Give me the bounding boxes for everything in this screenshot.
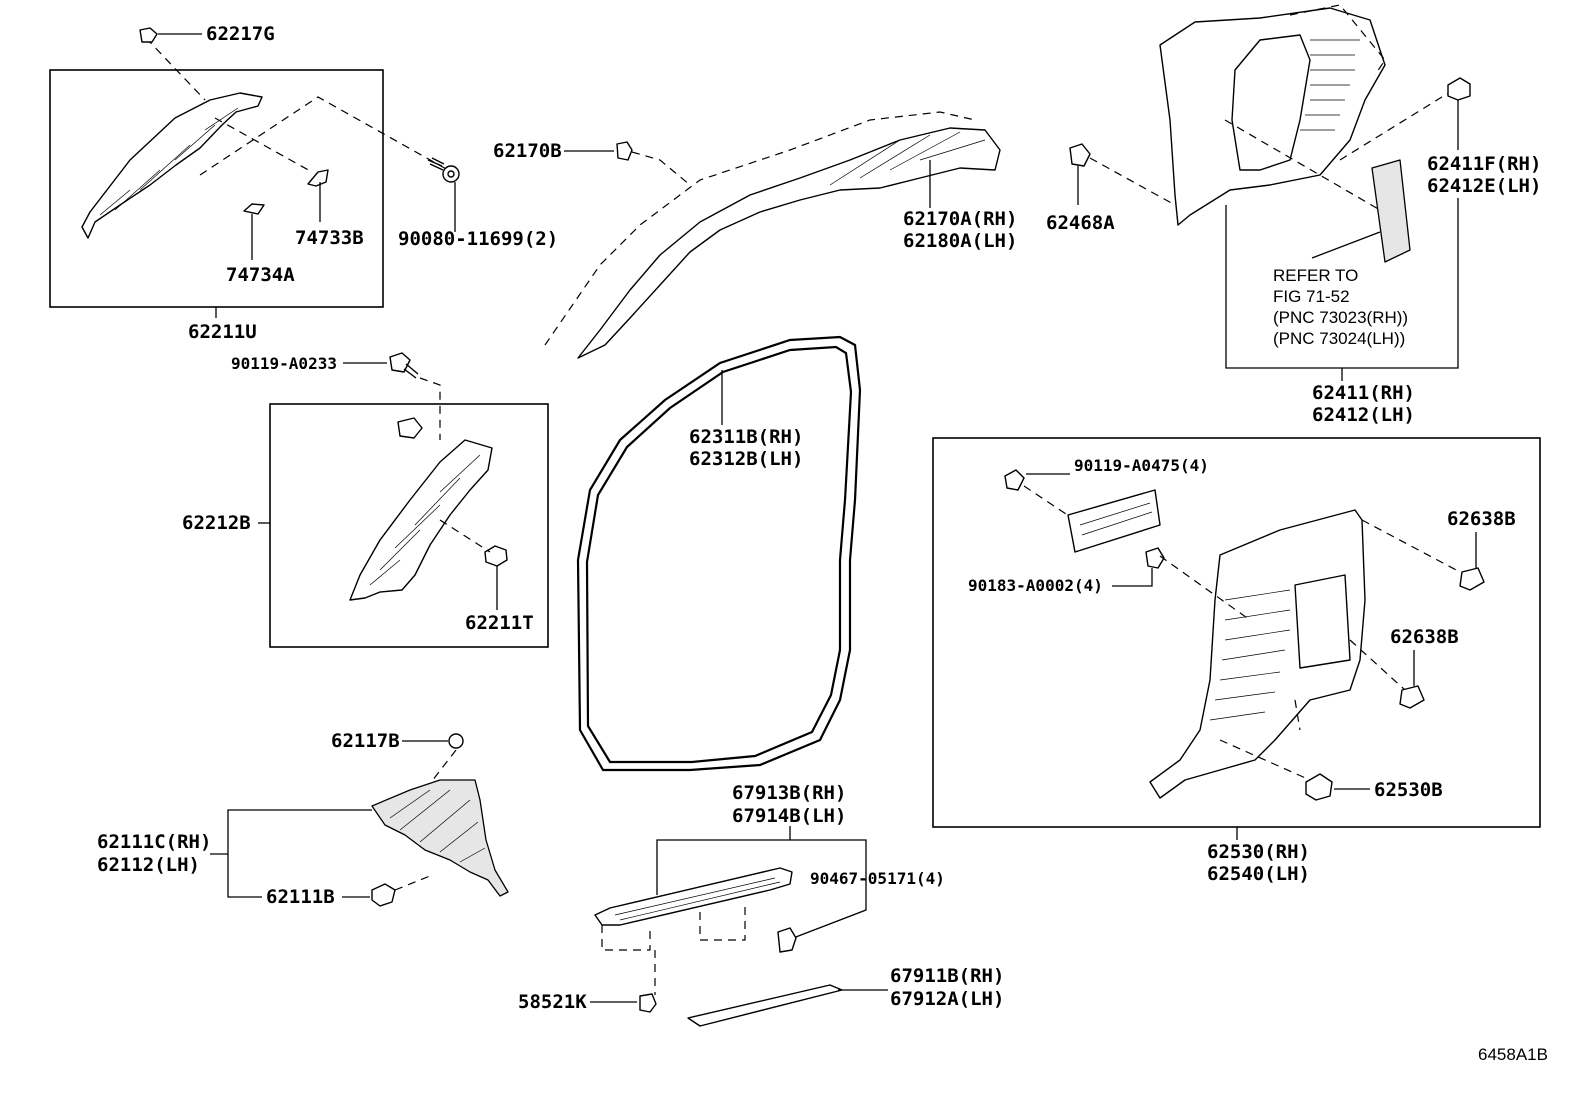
handle-part [1371,159,1411,263]
clip-62117B [448,733,464,749]
label-62111B: 62111B [266,886,335,908]
cover-small [397,417,423,439]
clip-62530B [1305,773,1333,801]
scuff-plate [594,867,793,995]
clip-58521K [639,993,657,1013]
clip-62211T [484,545,508,567]
screw-90119-A0233 [389,352,441,440]
clip-62217G [139,27,158,43]
clip-90467 [777,927,797,953]
label-90183-A0002: 90183-A0002(4) [968,576,1103,595]
clip-90183-A0002 [1145,547,1165,569]
label-62530B: 62530B [1374,779,1443,801]
label-62411-rh: 62411(RH) [1312,382,1415,404]
clip-62170B [616,141,633,161]
label-74733B: 74733B [295,227,364,249]
label-62638B-b: 62638B [1390,626,1459,648]
label-62412-lh: 62412(LH) [1312,404,1415,426]
label-62638B-a: 62638B [1447,508,1516,530]
label-62412E-lh: 62412E(LH) [1427,175,1541,197]
refer-line3: (PNC 73023(RH)) [1273,308,1408,327]
screw-90119-A0475 [1004,469,1025,491]
label-62540-lh: 62540(LH) [1207,863,1310,885]
clip-62411F [1447,77,1471,101]
label-62411F-rh: 62411F(RH) [1427,153,1541,175]
label-90080-11699: 90080-11699(2) [398,228,558,250]
label-62211T: 62211T [465,612,534,634]
box-62212B [269,403,549,648]
screw-90080 [427,157,460,232]
group-62530 [932,437,1541,840]
label-62180A-lh: 62180A(LH) [903,230,1017,252]
group-62211U [49,37,449,318]
label-62212B: 62212B [182,512,251,534]
clip-62468A [1069,143,1091,167]
refer-line4: (PNC 73024(LH)) [1273,329,1405,348]
label-62117B: 62117B [331,730,400,752]
label-62111C-rh: 62111C(RH) [97,831,211,853]
label-90119-A0233: 90119-A0233 [231,354,337,373]
center-pillar-garnish [349,439,493,601]
roof-rail-garnish [544,111,1001,359]
label-62312B-lh: 62312B(LH) [689,448,803,470]
label-90119-A0475: 90119-A0475(4) [1074,456,1209,475]
label-62211U: 62211U [188,321,257,343]
label-58521K: 58521K [518,991,587,1013]
clip-74733B [307,169,329,187]
clip-62638B-a [1459,567,1485,591]
clip-62638B-b [1399,685,1425,709]
group-62212B [258,403,549,648]
label-90467-05171: 90467-05171(4) [810,869,945,888]
refer-line1: REFER TO [1273,266,1358,285]
front-pillar-garnish-upper [81,92,263,239]
label-62468A: 62468A [1046,212,1115,234]
label-62112-lh: 62112(LH) [97,854,200,876]
label-67913B-rh: 67913B(RH) [732,782,846,804]
label-62311B-rh: 62311B(RH) [689,426,803,448]
label-62170A-rh: 62170A(RH) [903,208,1017,230]
door-weatherstrip [576,335,862,772]
label-67912A-lh: 67912A(LH) [890,988,1004,1010]
refer-line2: FIG 71-52 [1273,287,1350,306]
figure-id: 6458A1B [1478,1045,1548,1064]
label-67911B-rh: 67911B(RH) [890,965,1004,987]
clip-74734A [243,203,265,215]
clip-62111B [371,883,396,907]
quarter-trim-upper [1159,4,1451,226]
step-molding [687,984,843,1027]
cowl-side-trim [371,779,509,897]
label-62530-rh: 62530(RH) [1207,841,1310,863]
bracket-panel [1067,489,1161,553]
label-62170B: 62170B [493,140,562,162]
label-74734A: 74734A [226,264,295,286]
label-67914B-lh: 67914B(LH) [732,805,846,827]
label-62217G: 62217G [206,23,275,45]
